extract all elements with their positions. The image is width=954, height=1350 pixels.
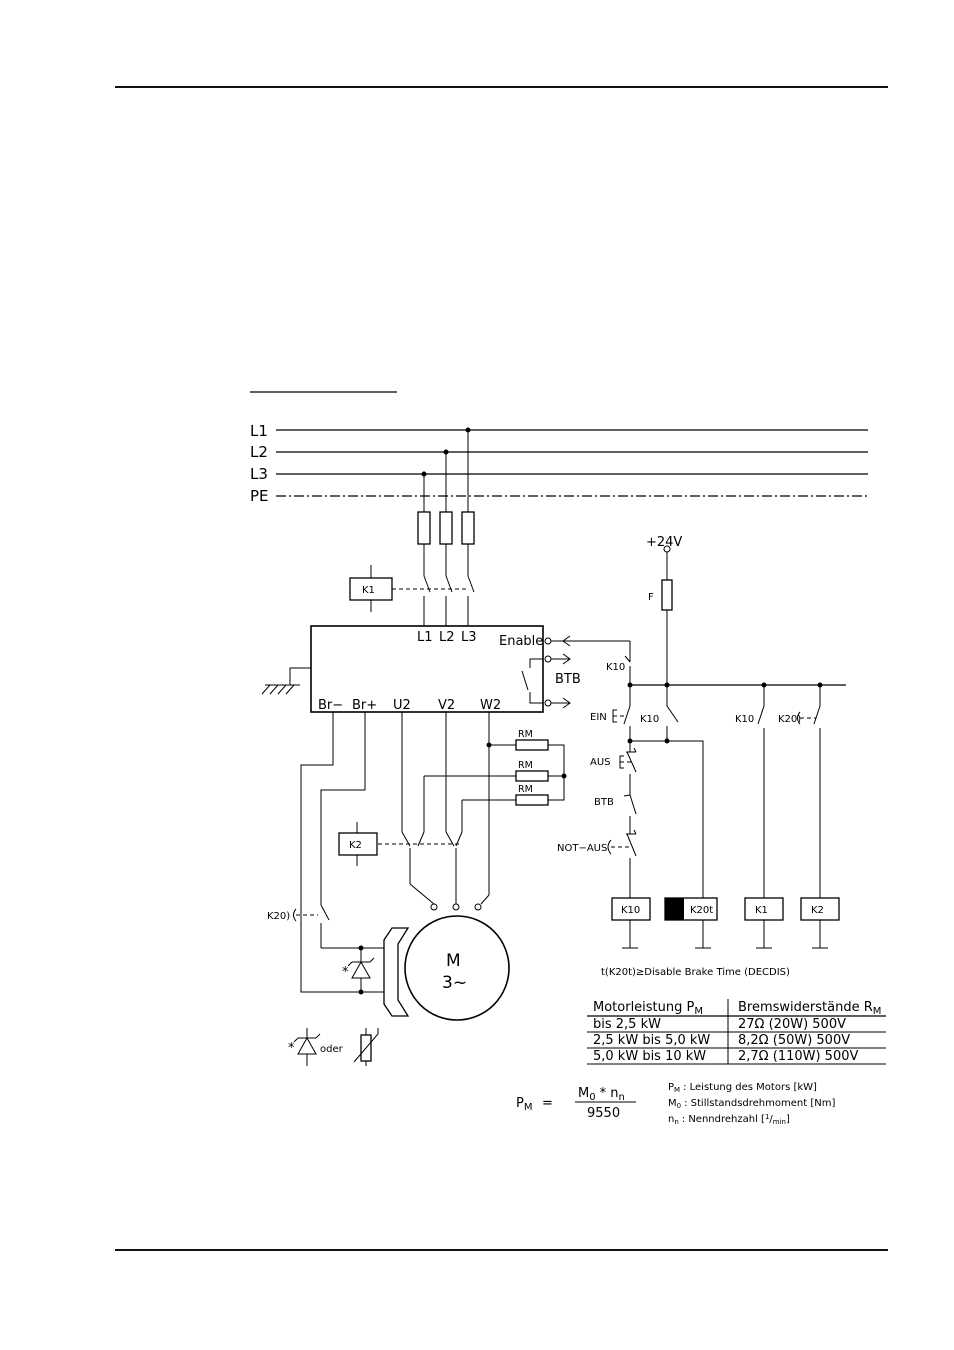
fuse-l1 bbox=[461, 511, 475, 545]
resistor-rm-1 bbox=[515, 739, 549, 751]
relay-k20t-label: K20t bbox=[690, 905, 713, 916]
relay-k2-coil bbox=[338, 832, 378, 856]
resistor-rm-3-label: RM bbox=[518, 784, 533, 795]
drive-l3-label: L3 bbox=[461, 630, 477, 645]
protection-alternatives: * oder bbox=[288, 1028, 379, 1066]
motor-symbol bbox=[404, 915, 510, 1021]
formula-numerator: M0* nn bbox=[578, 1086, 625, 1103]
table-row-1-resistor: 27Ω (20W) 500V bbox=[738, 1017, 846, 1032]
w2-label: W2 bbox=[480, 698, 501, 713]
enable-label: Enable bbox=[499, 634, 543, 649]
br-plus-label: Br+ bbox=[352, 698, 377, 713]
table-row-3-power: 5,0 kW bis 10 kW bbox=[593, 1049, 706, 1064]
fuse-l3 bbox=[417, 511, 431, 545]
k10-self-hold-label: K10 bbox=[640, 714, 659, 725]
rail-l1-label: L1 bbox=[250, 422, 268, 440]
ein-button-label: EIN bbox=[590, 712, 607, 723]
footer-rule bbox=[115, 1249, 888, 1251]
resistor-rm-2 bbox=[515, 770, 549, 782]
k20-contact-label: K20) bbox=[267, 911, 290, 922]
drive-box bbox=[310, 625, 544, 713]
resistor-rm-3 bbox=[515, 794, 549, 806]
supply-fuse-label: F bbox=[648, 592, 654, 603]
v2-label: V2 bbox=[438, 698, 455, 713]
supply-fuse bbox=[661, 579, 673, 611]
braking-resistors: RM RM RM bbox=[424, 729, 567, 806]
aus-button-label: AUS bbox=[590, 757, 611, 768]
power-formula: PM = M0* nn 9550 PM: Leistung des Motors… bbox=[516, 1082, 835, 1126]
relay-k1-label: K1 bbox=[362, 585, 375, 596]
mains-feed: K1 bbox=[349, 430, 475, 626]
btb-output-label: BTB bbox=[555, 672, 581, 687]
drive-l2-label: L2 bbox=[439, 630, 455, 645]
formula-lhs: PM bbox=[516, 1096, 532, 1113]
alt-diode-star: * bbox=[288, 1041, 295, 1056]
control-circuit: +24V F K10 EIN K10 bbox=[557, 535, 846, 978]
motor-letter: M bbox=[446, 951, 461, 971]
k10-k1-contact-label: K10 bbox=[735, 714, 754, 725]
fuse-l2 bbox=[439, 511, 453, 545]
table-row-3-resistor: 2,7Ω (110W) 500V bbox=[738, 1049, 858, 1064]
power-rails: L1 L2 L3 PE bbox=[250, 422, 868, 505]
resistor-table: Motorleistung PM Bremswiderstände RM bis… bbox=[587, 999, 886, 1065]
table-row-2-resistor: 8,2Ω (50W) 500V bbox=[738, 1033, 850, 1048]
brake-diode-star: * bbox=[342, 965, 349, 980]
servo-drive: L1 L2 L3 Enable BTB Br− Br+ U2 V2 W2 bbox=[261, 625, 631, 713]
brake-shoe bbox=[383, 927, 410, 1017]
timing-note: t(K20t)≥Disable Brake Time (DECDIS) bbox=[601, 967, 790, 978]
formula-denominator: 9550 bbox=[587, 1106, 620, 1121]
formula-equals: = bbox=[542, 1096, 553, 1111]
btb-contact-label: BTB bbox=[594, 797, 614, 808]
relay-k2-control-label: K2 bbox=[811, 905, 824, 916]
k20-k2-contact-label: K20) bbox=[778, 714, 801, 725]
supply-voltage: +24V bbox=[646, 535, 682, 550]
table-row-1-power: bis 2,5 kW bbox=[593, 1017, 661, 1032]
resistor-rm-2-label: RM bbox=[518, 760, 533, 771]
table-header-left: Motorleistung PM bbox=[593, 1000, 703, 1017]
oder-label: oder bbox=[320, 1044, 344, 1055]
table-row-2-power: 2,5 kW bis 5,0 kW bbox=[593, 1033, 710, 1048]
not-aus-button-label: NOT−AUS bbox=[557, 843, 607, 854]
rail-l3-label: L3 bbox=[250, 465, 268, 483]
k10-enable-contact-label: K10 bbox=[606, 662, 625, 673]
relay-k20t-delay-marker bbox=[665, 898, 684, 920]
relay-k1-coil bbox=[349, 577, 393, 601]
u2-label: U2 bbox=[393, 698, 411, 713]
motor-phase: 3~ bbox=[442, 973, 467, 993]
rail-pe-label: PE bbox=[250, 487, 269, 505]
header-rule bbox=[115, 86, 888, 88]
rail-l2-label: L2 bbox=[250, 443, 268, 461]
relay-k1-control-label: K1 bbox=[755, 905, 768, 916]
drive-l1-label: L1 bbox=[417, 630, 433, 645]
legend-torque: M0: Stillstandsdrehmoment [Nm] bbox=[668, 1098, 835, 1110]
relay-k2-label: K2 bbox=[349, 840, 362, 851]
motor-circuit: K2 M 3~ bbox=[338, 712, 510, 1021]
brake-circuit: * K20) bbox=[267, 712, 410, 1017]
table-header-right: Bremswiderstände RM bbox=[738, 1000, 881, 1017]
legend-speed: nn: Nenndrehzahl [1/min] bbox=[668, 1113, 790, 1126]
relay-k10-label: K10 bbox=[621, 905, 640, 916]
relay-k10-coil bbox=[611, 897, 651, 921]
resistor-rm-1-label: RM bbox=[518, 729, 533, 740]
br-minus-label: Br− bbox=[318, 698, 343, 713]
legend-power: PM: Leistung des Motors [kW] bbox=[668, 1082, 817, 1094]
